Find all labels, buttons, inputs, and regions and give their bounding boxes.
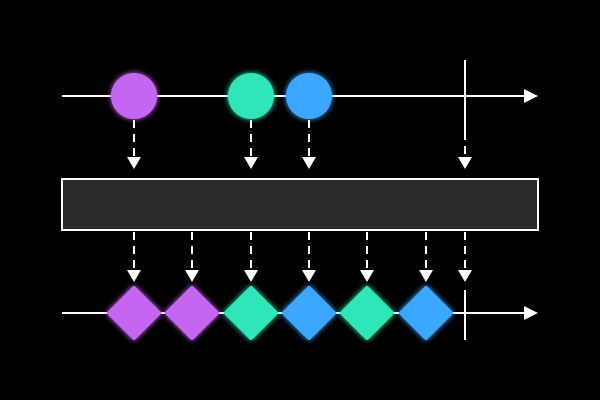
input-timeline — [62, 60, 538, 132]
input-arrow — [127, 120, 141, 169]
output-completion-arrow — [458, 232, 472, 282]
input-to-operator-arrows — [127, 120, 472, 169]
input-marble-purple — [111, 73, 157, 119]
output-arrow — [185, 232, 199, 282]
output-marble-blue — [282, 286, 336, 340]
output-arrow — [127, 232, 141, 282]
input-marbles — [111, 73, 332, 119]
input-arrow — [302, 120, 316, 169]
output-marble-teal — [224, 286, 278, 340]
output-arrow — [360, 232, 374, 282]
output-arrow — [244, 232, 258, 282]
output-arrow — [302, 232, 316, 282]
output-marbles — [107, 286, 453, 340]
output-marble-blue — [399, 286, 453, 340]
input-completion-arrow — [458, 132, 472, 169]
input-marble-blue — [286, 73, 332, 119]
output-timeline — [62, 286, 538, 340]
output-arrow — [419, 232, 433, 282]
output-marble-purple — [165, 286, 219, 340]
output-marble-teal — [340, 286, 394, 340]
output-marble-purple — [107, 286, 161, 340]
output-timeline-arrowhead — [524, 306, 538, 320]
input-arrow — [244, 120, 258, 169]
operator-box — [61, 178, 539, 231]
input-timeline-arrowhead — [524, 89, 538, 103]
input-marble-teal — [228, 73, 274, 119]
operator-to-output-arrows — [127, 232, 472, 282]
